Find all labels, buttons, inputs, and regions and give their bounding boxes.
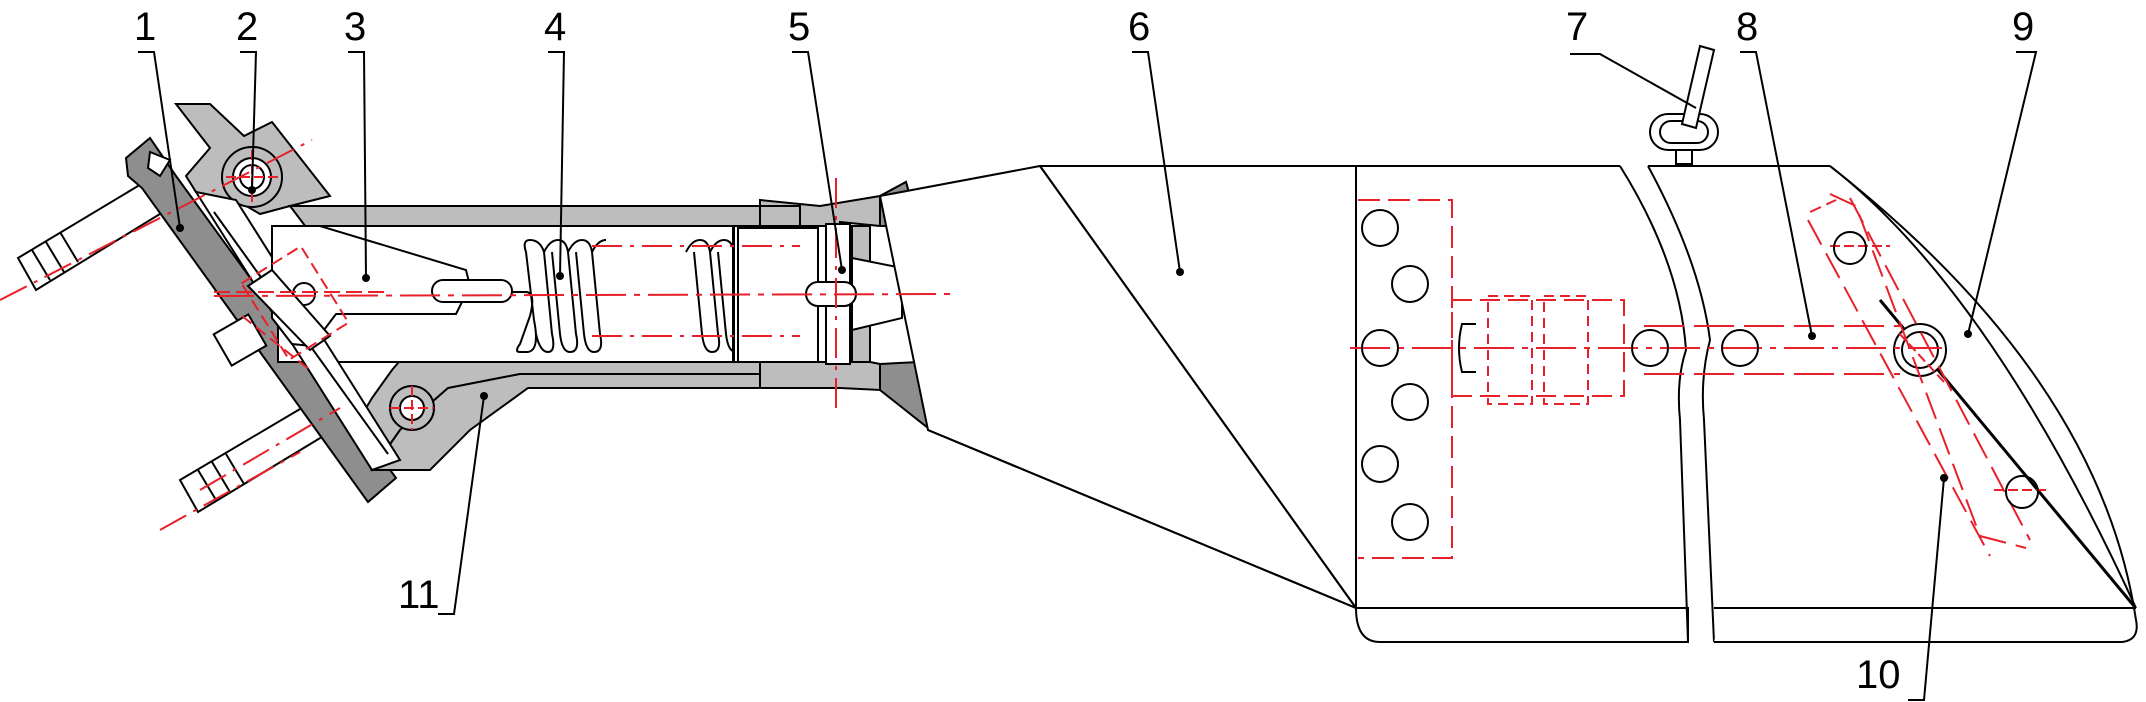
part-6-body: [878, 164, 1620, 611]
callout-6: 6: [1128, 5, 1150, 49]
bolt-holes: [1361, 209, 2039, 541]
callout-1: 1: [134, 5, 156, 49]
callout-11: 11: [398, 573, 440, 617]
callout-9: 9: [2012, 5, 2034, 49]
callout-10: 10: [1856, 653, 1901, 697]
callout-2: 2: [236, 5, 258, 49]
callout-labels: 1 2 3 4 5 6 7 8 9 10 11: [134, 5, 2034, 697]
callout-3: 3: [344, 5, 366, 49]
leader-lines: [138, 51, 2038, 701]
callout-8: 8: [1736, 5, 1758, 49]
callout-5: 5: [788, 5, 810, 49]
part-3-slider: [212, 225, 513, 367]
callout-4: 4: [544, 5, 566, 49]
left-mechanism: [16, 103, 930, 514]
part-1-bracket: [124, 136, 398, 504]
part-7-handle: [1649, 44, 1719, 165]
right-section: [1355, 44, 2138, 643]
hidden-lines: [0, 139, 2050, 559]
callout-7: 7: [1566, 5, 1588, 49]
part-4-spring-left: [512, 238, 607, 354]
leader-dots: [176, 186, 1972, 482]
